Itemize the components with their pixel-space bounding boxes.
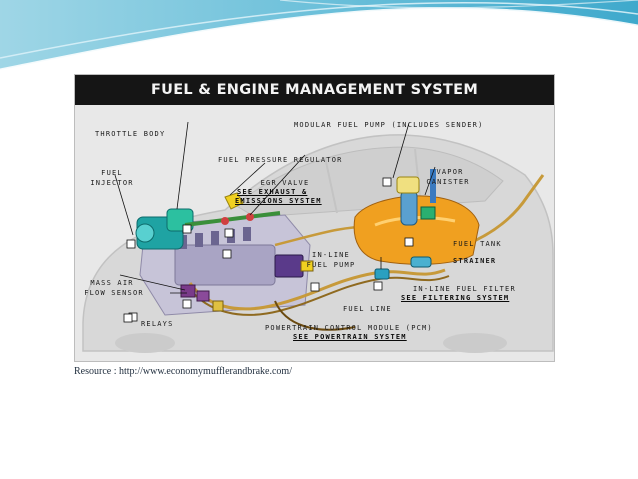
fuel-system-diagram: FUEL & ENGINE MANAGEMENT SYSTEM	[74, 74, 555, 362]
fuel-rail	[184, 211, 281, 227]
label-fuel-pressure-regulator: FUEL PRESSURE REGULATOR	[218, 156, 343, 164]
label-inline-fuel-pump-2: FUEL PUMP	[306, 261, 356, 269]
link-see-powertrain[interactable]: SEE POWERTRAIN SYSTEM	[293, 333, 407, 341]
resource-citation: Resource : http://www.economymufflerandb…	[74, 366, 292, 377]
label-egr-valve: EGR VALVE	[260, 179, 310, 187]
label-mass-air-1: MASS AIR	[90, 279, 134, 287]
label-fuel-injector-2: INJECTOR	[90, 179, 134, 187]
label-fuel-line: FUEL LINE	[343, 305, 392, 313]
label-mass-air-2: FLOW SENSOR	[84, 289, 144, 297]
label-throttle-body: THROTTLE BODY	[95, 130, 166, 138]
diagram-artwork	[82, 121, 554, 353]
label-strainer: STRAINER	[453, 257, 497, 265]
diagram-title: FUEL & ENGINE MANAGEMENT SYSTEM	[75, 75, 554, 105]
link-see-exhaust-1[interactable]: SEE EXHAUST &	[237, 188, 308, 196]
label-fuel-tank: FUEL TANK	[453, 240, 502, 248]
callouts	[114, 121, 436, 323]
header-wave-decoration	[0, 0, 638, 72]
inline-fuel-pump	[374, 268, 390, 280]
egr-valve	[224, 192, 244, 210]
label-modular-fuel-pump: MODULAR FUEL PUMP (INCLUDES SENDER)	[294, 121, 484, 129]
label-pcm: POWERTRAIN CONTROL MODULE (PCM)	[265, 324, 433, 332]
label-vapor-canister-1: VAPOR	[436, 168, 464, 176]
label-inline-fuel-pump-1: IN-LINE	[312, 251, 350, 259]
label-vapor-canister-2: CANISTER	[426, 178, 470, 186]
link-see-exhaust-2[interactable]: EMISSIONS SYSTEM	[235, 197, 322, 205]
inline-fuel-filter	[410, 256, 432, 268]
fuel-tank	[353, 169, 480, 265]
link-see-filtering[interactable]: SEE FILTERING SYSTEM	[401, 294, 510, 302]
label-fuel-injector-1: FUEL	[101, 169, 123, 177]
label-inline-fuel-filter: IN-LINE FUEL FILTER	[413, 285, 516, 293]
pcm-module	[274, 254, 314, 278]
label-relays: RELAYS	[141, 320, 174, 328]
relays	[180, 284, 224, 312]
